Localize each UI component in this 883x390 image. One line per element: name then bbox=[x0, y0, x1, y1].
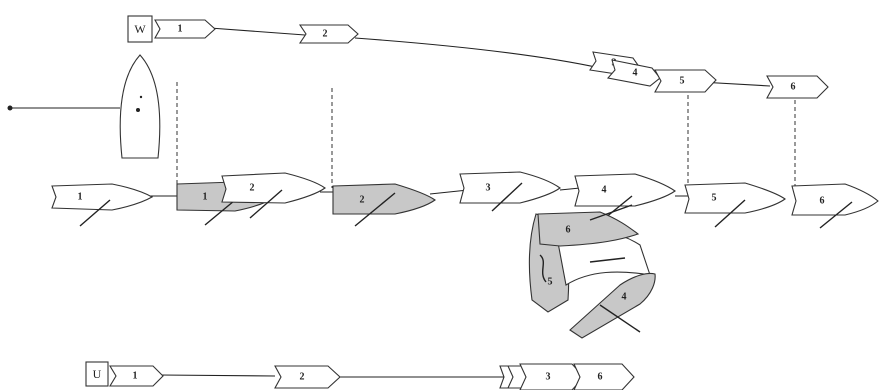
capsize-boat-4-label: 4 bbox=[622, 292, 627, 303]
middle-boat-2a-label: 2 bbox=[250, 183, 255, 194]
leeward-mark: U bbox=[85, 361, 109, 387]
middle-boat-2b: 2 bbox=[332, 183, 436, 227]
middle-boat-2a: 2 bbox=[221, 172, 326, 219]
bottom-tag-3: 3 bbox=[519, 363, 585, 390]
capsize-boat-6-label: 6 bbox=[566, 225, 571, 236]
top-tag-6: 6 bbox=[766, 75, 829, 99]
middle-boat-1a: 1 bbox=[51, 183, 154, 227]
middle-boat-1a-label: 1 bbox=[78, 192, 83, 203]
middle-boat-1b-label: 1 bbox=[203, 192, 208, 203]
bottom-tag-1-label: 1 bbox=[133, 371, 138, 382]
top-tag-2: 2 bbox=[298, 24, 359, 44]
windward-mark-label: W bbox=[134, 22, 146, 36]
top-tag-4: 4 bbox=[606, 59, 661, 87]
middle-boat-5-label: 5 bbox=[712, 193, 717, 204]
bottom-tag-2: 2 bbox=[274, 365, 341, 389]
top-tag-5: 5 bbox=[654, 69, 717, 93]
middle-boat-3-label: 3 bbox=[486, 183, 491, 194]
bottom-tag-6: 6 bbox=[573, 363, 635, 390]
bottom-tag-3-label: 3 bbox=[546, 372, 551, 383]
top-tag-1: 1 bbox=[154, 19, 216, 39]
committee-boat bbox=[7, 54, 161, 159]
anchor-point bbox=[7, 105, 13, 111]
middle-boat-4: 4 bbox=[574, 173, 676, 219]
leeward-mark-label: U bbox=[93, 367, 102, 381]
top-tag-2-label: 2 bbox=[323, 29, 328, 40]
middle-boat-3: 3 bbox=[459, 171, 561, 212]
capsize-group: 5 6 4 bbox=[528, 204, 656, 339]
middle-row: 1 1 2 2 3 4 bbox=[51, 171, 879, 229]
capsize-boat-4: 4 bbox=[569, 272, 656, 339]
windward-mark: W bbox=[127, 15, 153, 43]
top-tag-5-label: 5 bbox=[680, 76, 685, 87]
top-tag-1-label: 1 bbox=[178, 24, 183, 35]
capsize-boat-6: 6 bbox=[537, 204, 640, 247]
bottom-tag-6-label: 6 bbox=[598, 372, 603, 383]
middle-boat-4-label: 4 bbox=[602, 185, 607, 196]
middle-boat-6-label: 6 bbox=[820, 196, 825, 207]
middle-boat-6: 6 bbox=[791, 183, 879, 229]
middle-boat-2b-label: 2 bbox=[360, 195, 365, 206]
top-tag-6-label: 6 bbox=[791, 82, 796, 93]
bottom-tag-2-label: 2 bbox=[300, 372, 305, 383]
bottom-track: U 1 2 3 6 bbox=[85, 361, 635, 390]
top-tag-4-label: 4 bbox=[633, 68, 638, 79]
middle-boat-5: 5 bbox=[684, 182, 786, 228]
alignment-lines bbox=[176, 82, 796, 188]
capsize-boat-5-label: 5 bbox=[548, 277, 553, 288]
top-track: W 1 2 3 4 5 6 bbox=[127, 15, 829, 99]
bottom-tag-1: 1 bbox=[109, 365, 164, 387]
